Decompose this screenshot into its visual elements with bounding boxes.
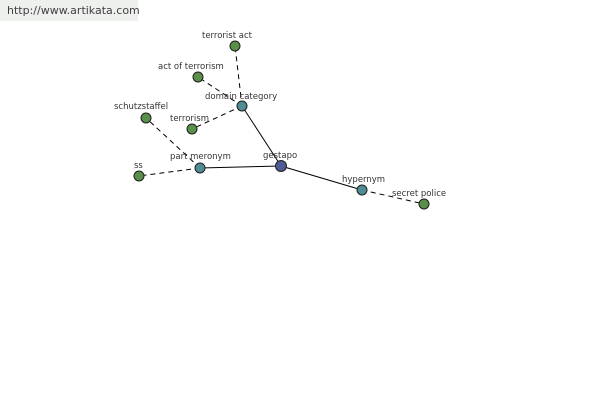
edge-domain-category-to-terrorist-act (234, 45, 243, 107)
node-terrorist-act[interactable] (229, 40, 241, 52)
edge-gestapo-to-hypernym (280, 165, 363, 191)
node-domain-category[interactable] (236, 100, 248, 112)
edge-domain-category-to-terrorism (191, 105, 243, 130)
edge-gestapo-to-part-meronym (199, 165, 282, 169)
node-label-domain-category: domain category (205, 92, 277, 102)
node-part-meronym[interactable] (194, 162, 206, 174)
node-label-ss: ss (134, 161, 143, 171)
graph-nodes (133, 40, 430, 210)
graph-edges (138, 45, 425, 205)
node-label-act-of-terrorism: act of terrorism (158, 62, 224, 72)
node-gestapo[interactable] (275, 160, 287, 172)
node-label-terrorism: terrorism (170, 114, 209, 124)
node-terrorism[interactable] (186, 123, 198, 135)
node-label-gestapo: gestapo (263, 151, 297, 161)
node-label-part-meronym: part meronym (170, 152, 231, 162)
edge-hypernym-to-secret-police (361, 189, 425, 205)
node-label-hypernym: hypernym (342, 175, 385, 185)
node-label-terrorist-act: terrorist act (202, 31, 253, 41)
node-secret-police[interactable] (418, 198, 430, 210)
node-ss[interactable] (133, 170, 145, 182)
edge-part-meronym-to-ss (138, 167, 201, 177)
node-act-of-terrorism[interactable] (192, 71, 204, 83)
node-schutzstaffel[interactable] (140, 112, 152, 124)
node-hypernym[interactable] (356, 184, 368, 196)
node-label-schutzstaffel: schutzstaffel (114, 102, 168, 112)
graph-labels: gestapo domain category part meronym hypern… (114, 31, 446, 199)
source-link[interactable]: http://www.artikata.com (0, 0, 140, 21)
edge-gestapo-to-domain-category (241, 105, 282, 167)
node-label-secret-police: secret police (392, 189, 446, 199)
edge-part-meronym-to-schutzstaffel (145, 117, 201, 169)
